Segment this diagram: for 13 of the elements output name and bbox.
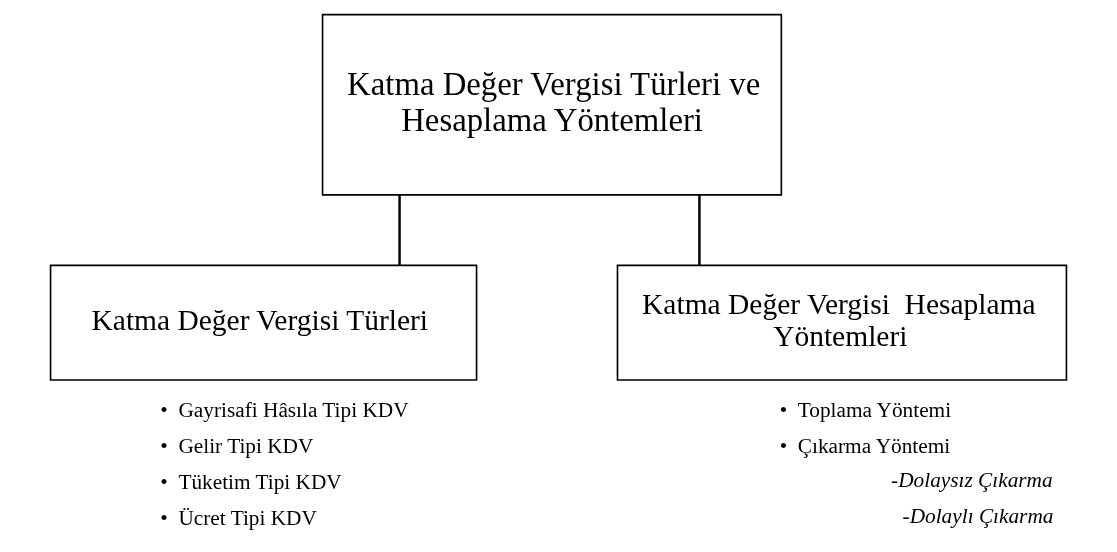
connector <box>398 194 401 266</box>
node-label: • Ücret Tipi KDV <box>160 505 317 530</box>
connector <box>698 194 701 266</box>
node-label: -Dolaylı Çıkarma <box>902 504 1054 529</box>
node-box: Katma Değer Vergisi Hesaplama Yöntemleri <box>616 264 1068 381</box>
node-label: -Dolaysız Çıkarma <box>891 468 1053 493</box>
node-box: Katma Değer Vergisi Türleri ve Hesaplama Yöntemleri <box>321 13 783 196</box>
node-label: • Çıkarma Yöntemi <box>779 433 951 458</box>
node-label: • Tüketim Tipi KDV <box>160 469 342 494</box>
node-label: • Gayrisafi Hâsıla Tipi KDV <box>160 397 409 422</box>
node-label: • Gelir Tipi KDV <box>160 433 314 458</box>
node-label: • Toplama Yöntemi <box>779 397 952 422</box>
node-box: Katma Değer Vergisi Türleri <box>49 264 478 381</box>
